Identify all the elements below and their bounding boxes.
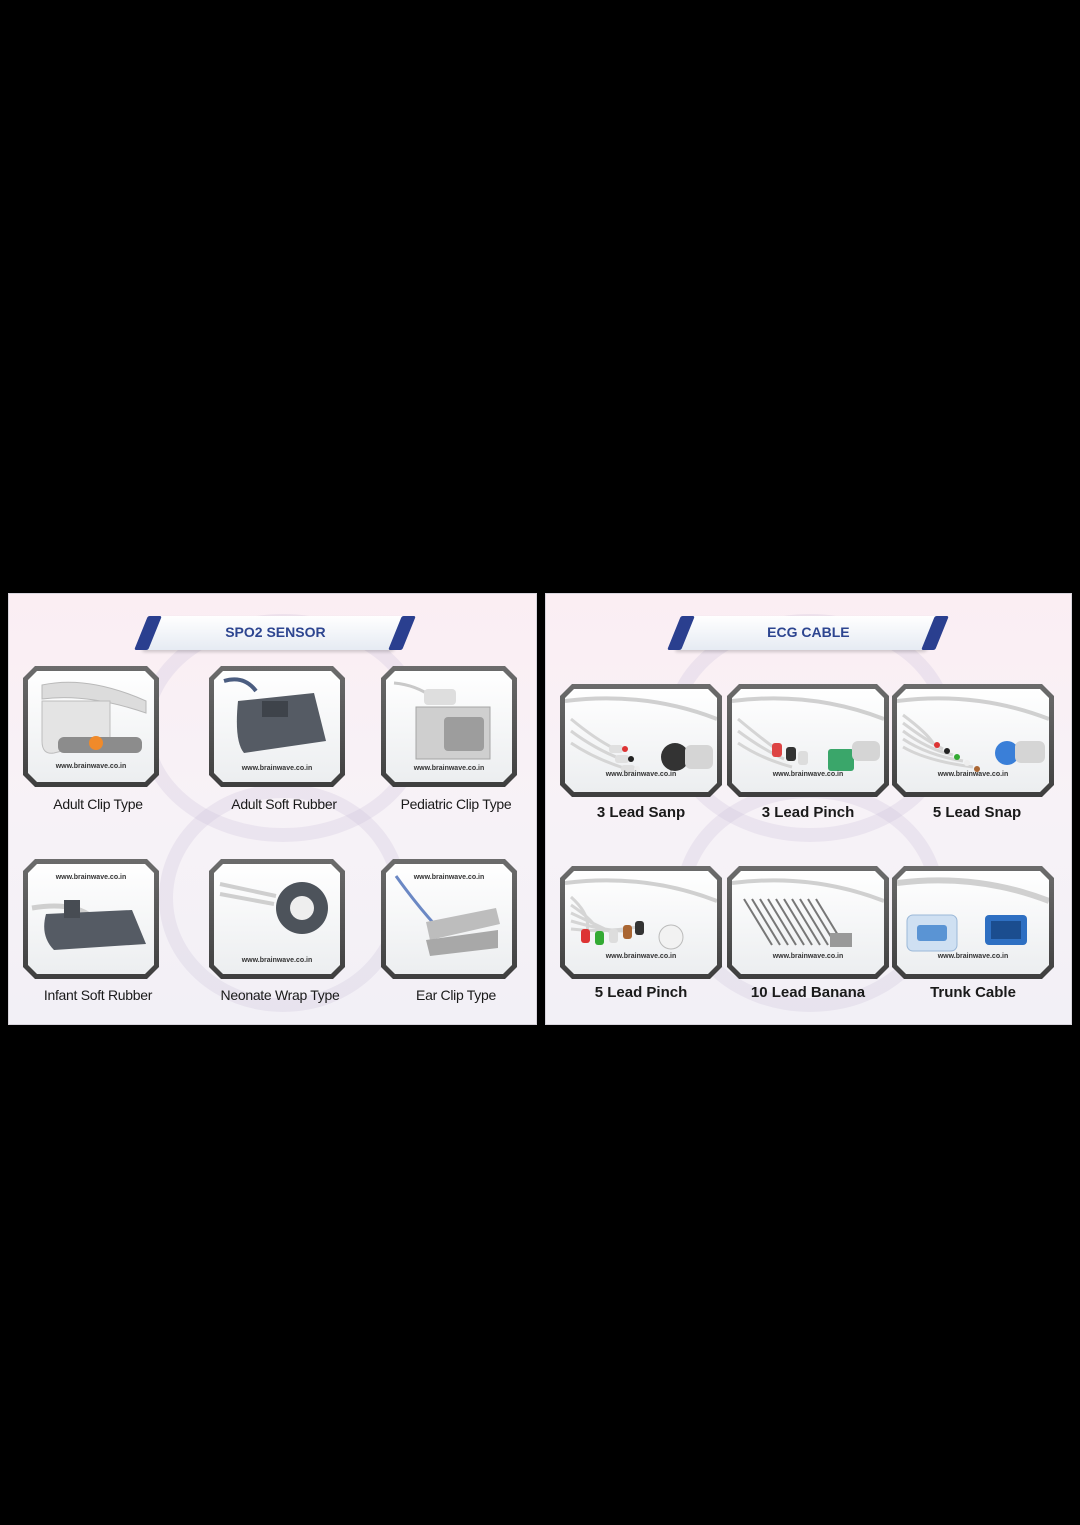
website-caption: www.brainwave.co.in — [605, 953, 677, 960]
product-label: Neonate Wrap Type — [220, 987, 340, 1003]
website-caption: www.brainwave.co.in — [413, 765, 485, 772]
product-card-neonate-wrap[interactable]: www.brainwave.co.in — [209, 859, 345, 979]
ecg-title: ECG CABLE — [767, 624, 850, 640]
product-card-5-lead-snap[interactable]: www.brainwave.co.in — [892, 684, 1054, 797]
website-caption: www.brainwave.co.in — [937, 771, 1009, 778]
product-card-ear-clip[interactable]: www.brainwave.co.in — [381, 859, 517, 979]
neonate-wrap-sensor-image — [214, 864, 340, 974]
product-label: Adult Clip Type — [53, 796, 143, 812]
spo2-title: SPO2 SENSOR — [225, 624, 326, 640]
3-lead-snap-cable-image — [565, 689, 717, 792]
product-label: Pediatric Clip Type — [400, 796, 512, 812]
product-label: Adult Soft Rubber — [231, 796, 337, 812]
product-card-trunk-cable[interactable]: www.brainwave.co.in — [892, 866, 1054, 979]
product-card-pediatric-clip[interactable]: www.brainwave.co.in — [381, 666, 517, 787]
product-card-3-lead-sanp[interactable]: www.brainwave.co.in — [560, 684, 722, 797]
adult-clip-sensor-image — [28, 671, 154, 782]
10-lead-banana-cable-image — [732, 871, 884, 974]
website-caption: www.brainwave.co.in — [413, 874, 485, 881]
5-lead-snap-cable-image — [897, 689, 1049, 792]
website-caption: www.brainwave.co.in — [605, 771, 677, 778]
website-caption: www.brainwave.co.in — [241, 957, 313, 964]
product-label: 5 Lead Pinch — [594, 984, 688, 1001]
3-lead-pinch-cable-image — [732, 689, 884, 792]
ecg-cable-panel: ECG CABLE www.brainwave.co.in — [545, 593, 1072, 1025]
website-caption: www.brainwave.co.in — [772, 953, 844, 960]
website-caption: www.brainwave.co.in — [55, 874, 127, 881]
website-caption: www.brainwave.co.in — [772, 771, 844, 778]
website-caption: www.brainwave.co.in — [241, 765, 313, 772]
spo2-sensor-panel: SPO2 SENSOR www.brainwave.co.in www.brai… — [8, 593, 537, 1025]
infant-soft-rubber-sensor-image — [28, 864, 154, 974]
ecg-title-banner: ECG CABLE — [675, 616, 941, 650]
product-card-3-lead-pinch[interactable]: www.brainwave.co.in — [727, 684, 889, 797]
website-caption: www.brainwave.co.in — [55, 763, 127, 770]
5-lead-pinch-cable-image — [565, 871, 717, 974]
product-label: Infant Soft Rubber — [43, 987, 153, 1003]
product-card-adult-clip[interactable]: www.brainwave.co.in — [23, 666, 159, 787]
trunk-cable-image — [897, 871, 1049, 974]
ear-clip-sensor-image — [386, 864, 512, 974]
spo2-title-banner: SPO2 SENSOR — [142, 616, 408, 650]
product-label: Trunk Cable — [930, 984, 1016, 1001]
product-card-adult-soft-rubber[interactable]: www.brainwave.co.in — [209, 666, 345, 787]
product-card-10-lead-banana[interactable]: www.brainwave.co.in — [727, 866, 889, 979]
product-label: 3 Lead Sanp — [596, 804, 686, 821]
product-card-infant-soft-rubber[interactable]: www.brainwave.co.in — [23, 859, 159, 979]
website-caption: www.brainwave.co.in — [937, 953, 1009, 960]
product-label: 10 Lead Banana — [750, 984, 866, 1001]
product-label: 5 Lead Snap — [932, 804, 1022, 821]
adult-soft-rubber-sensor-image — [214, 671, 340, 782]
product-label: Ear Clip Type — [416, 987, 496, 1003]
product-card-5-lead-pinch[interactable]: www.brainwave.co.in — [560, 866, 722, 979]
pediatric-clip-sensor-image — [386, 671, 512, 782]
product-label: 3 Lead Pinch — [761, 804, 855, 821]
